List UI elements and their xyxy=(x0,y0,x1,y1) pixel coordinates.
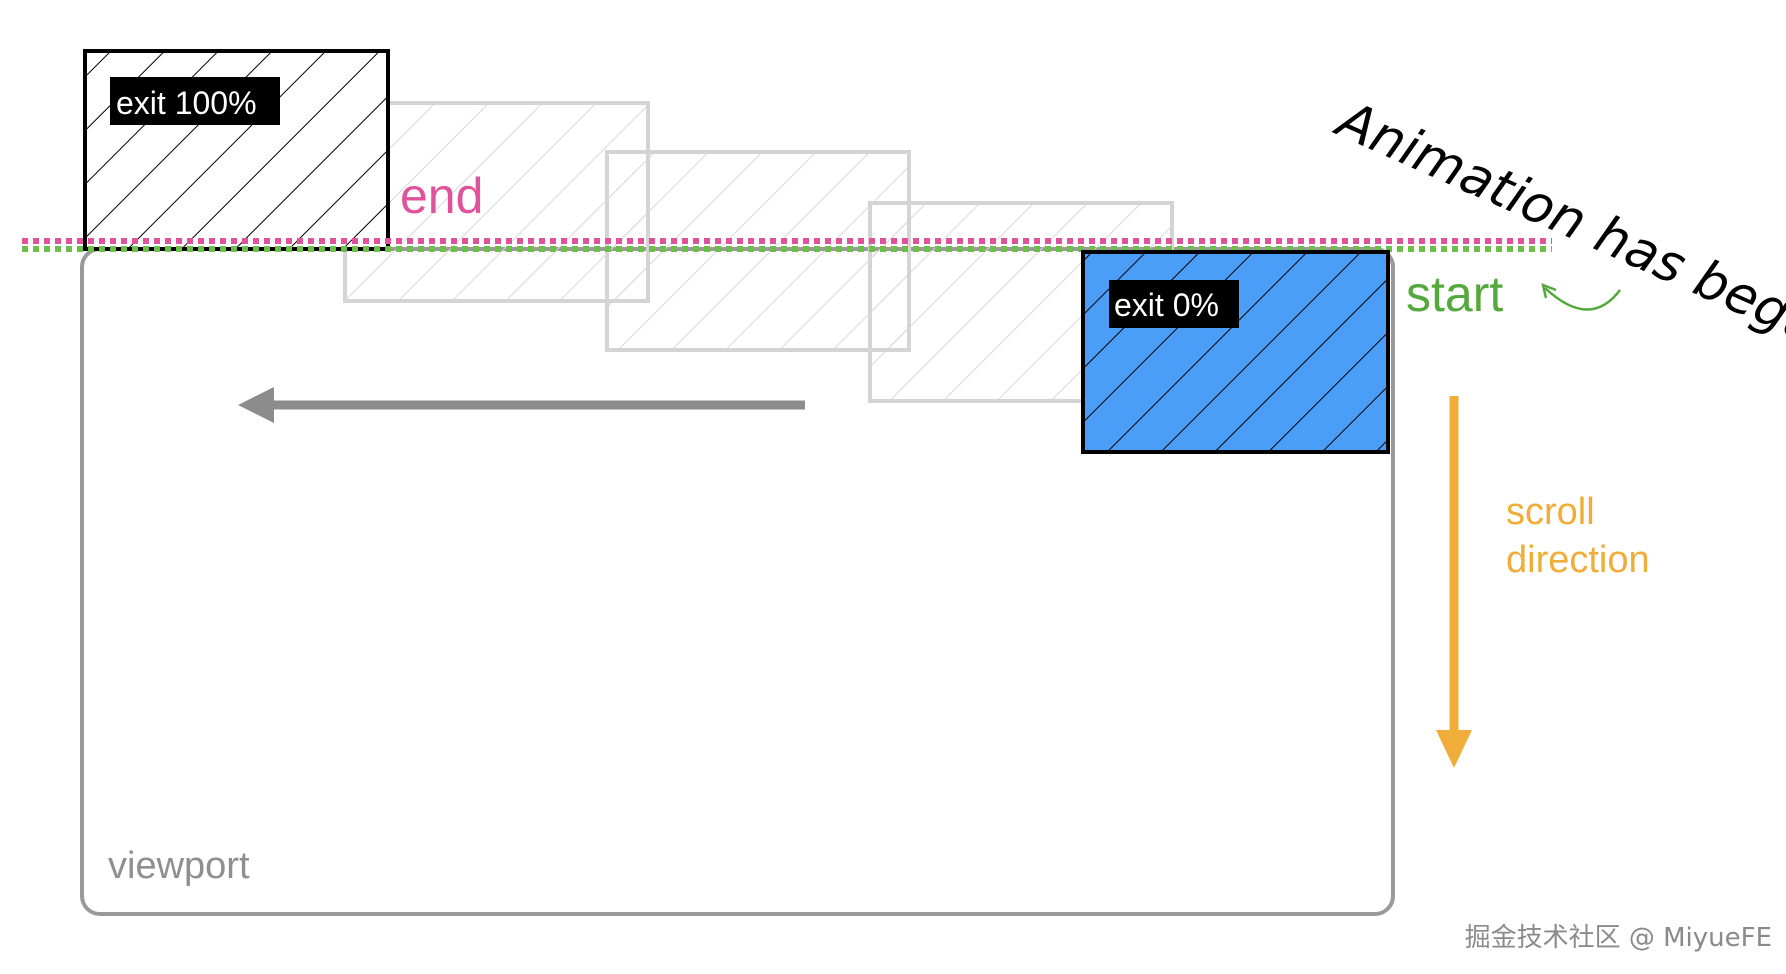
exit-0-label-bg xyxy=(1109,280,1239,328)
arrow-left-icon xyxy=(238,387,805,423)
curved-arrow-icon xyxy=(1541,282,1621,311)
arrow-down-icon xyxy=(1436,396,1472,768)
end-label: end xyxy=(400,168,483,224)
scroll-label-line2: direction xyxy=(1506,539,1650,581)
watermark: 掘金技术社区 @ MiyueFE xyxy=(1465,923,1772,953)
exit-0-box: exit 0% xyxy=(1081,250,1390,454)
exit-100-label-bg xyxy=(110,77,280,125)
start-label: start xyxy=(1406,266,1503,322)
exit-100-label: exit 100% xyxy=(116,85,257,121)
exit-0-label: exit 0% xyxy=(1114,287,1219,323)
exit-100-box: exit 100% xyxy=(83,49,390,251)
viewport-label: viewport xyxy=(108,845,250,887)
scroll-label-line1: scroll xyxy=(1506,491,1595,533)
ghost-box-1 xyxy=(343,101,650,303)
